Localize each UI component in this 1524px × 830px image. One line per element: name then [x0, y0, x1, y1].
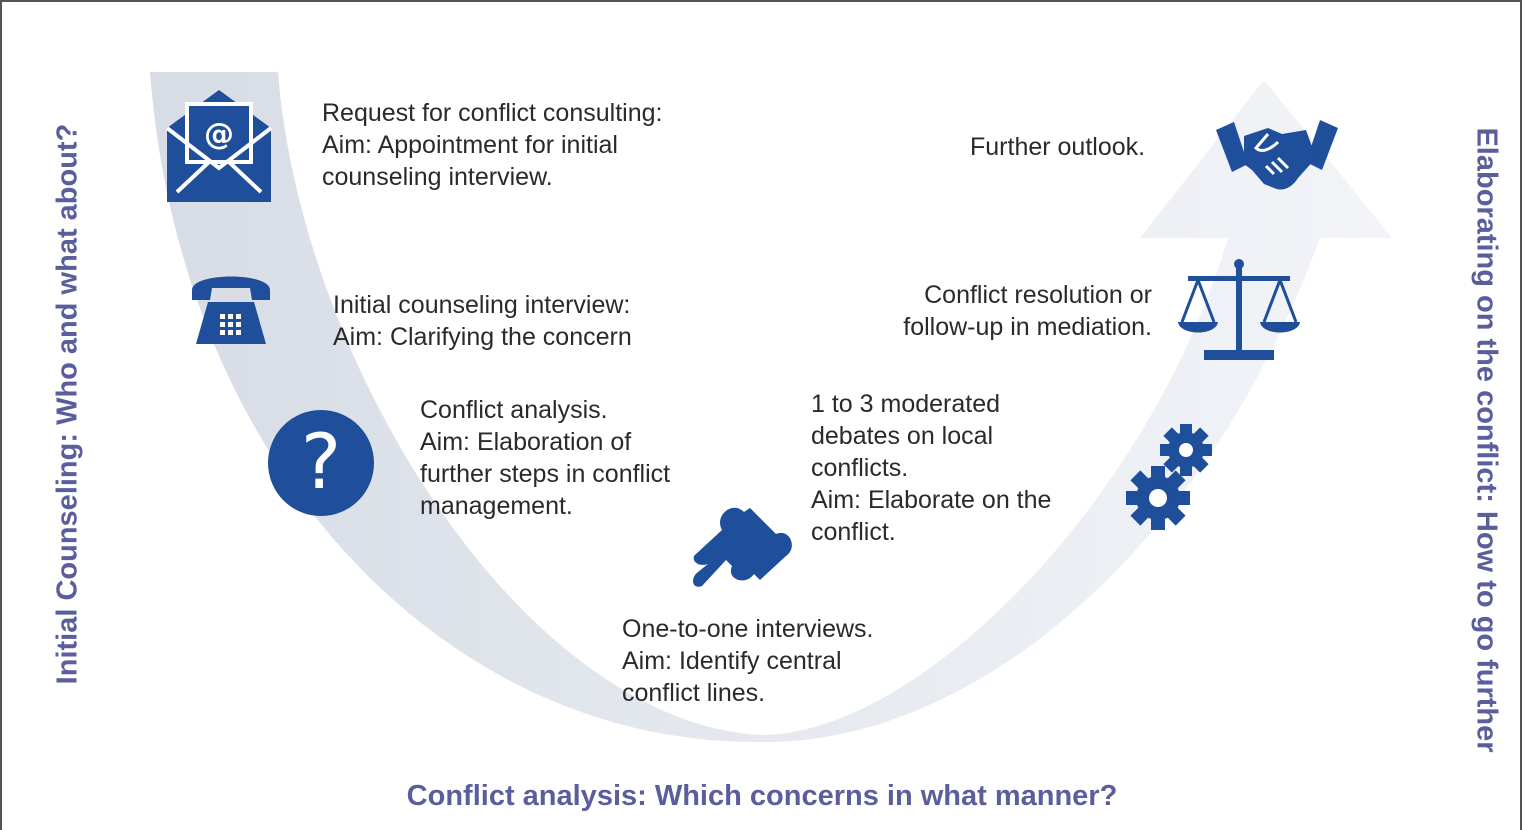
step-text-line: conflict lines.: [622, 679, 766, 707]
step-text-line: Further outlook.: [970, 133, 1146, 161]
step-text-line: Request for conflict consulting:: [322, 99, 663, 127]
step-text-line: Initial counseling interview:: [333, 291, 631, 319]
right-section-title: Elaborating on the conflict: How to go f…: [1470, 127, 1503, 753]
step-text-line: management.: [420, 492, 573, 520]
left-section-title: Initial Counseling: Who and what about?: [51, 123, 84, 685]
step-text-line: Aim: Elaborate on the: [811, 486, 1052, 514]
question-mark-icon: ?: [268, 410, 374, 516]
step-one-to-one-interviews: One-to-one interviews. Aim: Identify cen…: [622, 613, 874, 709]
step-further-outlook: Further outlook.: [970, 131, 1145, 163]
step-text-line: conflicts.: [811, 454, 909, 482]
step-text-line: Conflict analysis.: [420, 396, 608, 424]
handshake-icon: [1216, 120, 1338, 190]
step-text-line: debates on local: [811, 422, 994, 450]
step-text-line: conflict.: [811, 518, 896, 546]
step-text-line: Aim: Clarifying the concern: [333, 323, 632, 351]
step-moderated-debates: 1 to 3 moderated debates on local confli…: [811, 388, 1051, 548]
step-initial-interview: Initial counseling interview: Aim: Clari…: [333, 289, 632, 353]
step-text-line: One-to-one interviews.: [622, 615, 874, 643]
step-text-line: further steps in conflict: [420, 460, 671, 488]
step-text-line: Aim: Appointment for initial: [322, 131, 618, 159]
svg-text:@: @: [204, 117, 234, 152]
telephone-icon: [192, 276, 270, 344]
step-request-consulting: Request for conflict consulting: Aim: Ap…: [322, 97, 662, 193]
step-conflict-analysis: Conflict analysis. Aim: Elaboration of f…: [420, 394, 670, 522]
step-conflict-resolution: Conflict resolution or follow-up in medi…: [838, 279, 1152, 343]
gears-icon: [1126, 424, 1212, 530]
arc-band: [150, 72, 1392, 743]
step-text-line: counseling interview.: [322, 163, 553, 191]
svg-text:?: ?: [301, 417, 341, 506]
envelope-at-icon: @: [165, 90, 273, 202]
bottom-section-title: Conflict analysis: Which concerns in wha…: [406, 780, 1118, 812]
step-text-line: Aim: Elaboration of: [420, 428, 632, 456]
puzzle-piece-icon: [693, 507, 792, 587]
step-text-line: follow-up in mediation.: [903, 313, 1152, 341]
step-text-line: 1 to 3 moderated: [811, 390, 1001, 418]
step-text-line: Aim: Identify central: [622, 647, 842, 675]
scales-icon: [1178, 259, 1300, 360]
step-text-line: Conflict resolution or: [924, 281, 1152, 309]
